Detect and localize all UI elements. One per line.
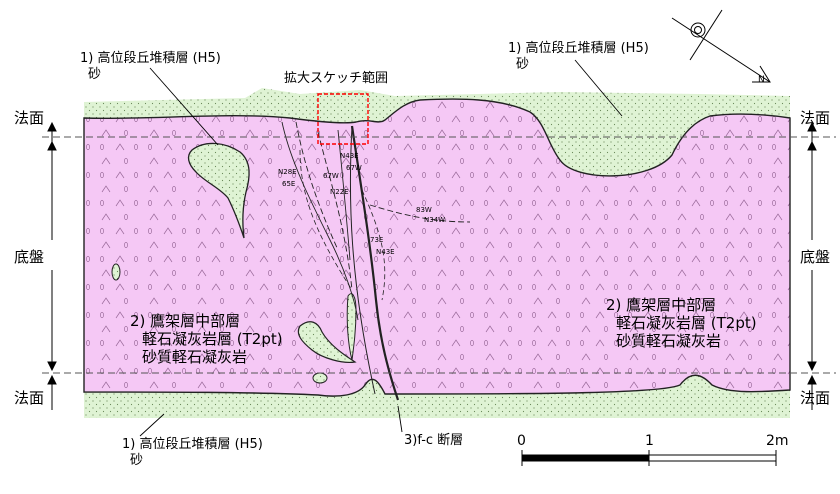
orient-label: 65E [282, 180, 295, 188]
right-tuff-line1: 2) 鷹架層中部層 [606, 296, 716, 314]
top-right-leader [574, 59, 623, 117]
orientation-labels: N43E 67W N28E 65E 67W N22E 83W N34W 73E … [278, 152, 445, 256]
orient-label: 67W [323, 172, 339, 180]
orient-label: N34W [424, 216, 445, 224]
bottom-unit-label: 1) 高位段丘堆積層 (H5) [122, 436, 263, 452]
pumice-tuff-body [83, 98, 791, 397]
sand-lens-vertical [346, 293, 357, 361]
fault-lines [281, 121, 471, 401]
north-label: N [758, 75, 765, 85]
top-left-sub-label: 砂 [88, 67, 101, 82]
top-left-leader [149, 67, 219, 146]
fault-label: 3)f-c 断層 [404, 433, 463, 448]
top-left-unit-label: 1) 高位段丘堆積層 (H5) [80, 50, 221, 66]
north-arrow-icon: N [671, 9, 771, 85]
left-bracket [47, 121, 57, 410]
scale-tick-2: 2m [766, 433, 789, 449]
scale-tick-0: 0 [517, 433, 526, 449]
right-bracket [807, 121, 817, 410]
sketch-range-box [317, 93, 369, 145]
top-right-unit-label: 1) 高位段丘堆積層 (H5) [508, 40, 649, 56]
right-slope-bottom-label: 法面 [800, 389, 830, 407]
left-slope-top-label: 法面 [14, 109, 44, 127]
right-tuff-line2: 軽石凝灰岩層 (T2pt) [616, 314, 757, 332]
bottom-sub-label: 砂 [130, 453, 143, 468]
orient-label: N43E [340, 152, 359, 160]
orient-label: N22E [330, 188, 349, 196]
sand-lens-small [111, 263, 121, 281]
top-right-sub-label: 砂 [516, 57, 529, 72]
orient-label: 67W [346, 164, 362, 172]
fault-leader [397, 405, 403, 433]
right-base-label: 底盤 [800, 248, 830, 266]
scale-tick-1: 1 [645, 433, 654, 449]
left-tuff-line2: 軽石凝灰岩層 (T2pt) [142, 330, 283, 348]
sand-lens-left [187, 142, 250, 239]
orient-label: N28E [278, 168, 297, 176]
sand-lens-tiny [312, 372, 328, 384]
sand-lens-lower [297, 321, 357, 363]
left-tuff-line3: 砂質軽石凝灰岩 [142, 348, 247, 366]
right-tuff-line3: 砂質軽石凝灰岩 [616, 332, 721, 350]
orient-label: N43E [376, 248, 395, 256]
orient-label: 73E [370, 236, 383, 244]
left-slope-bottom-label: 法面 [14, 389, 44, 407]
left-tuff-line1: 2) 鷹架層中部層 [130, 312, 240, 330]
sketch-range-label: 拡大スケッチ範囲 [284, 71, 388, 86]
left-base-label: 底盤 [14, 248, 44, 266]
orient-label: 83W [416, 206, 432, 214]
bottom-leader [139, 413, 165, 437]
right-slope-top-label: 法面 [800, 109, 830, 127]
scale-bar [521, 450, 777, 466]
